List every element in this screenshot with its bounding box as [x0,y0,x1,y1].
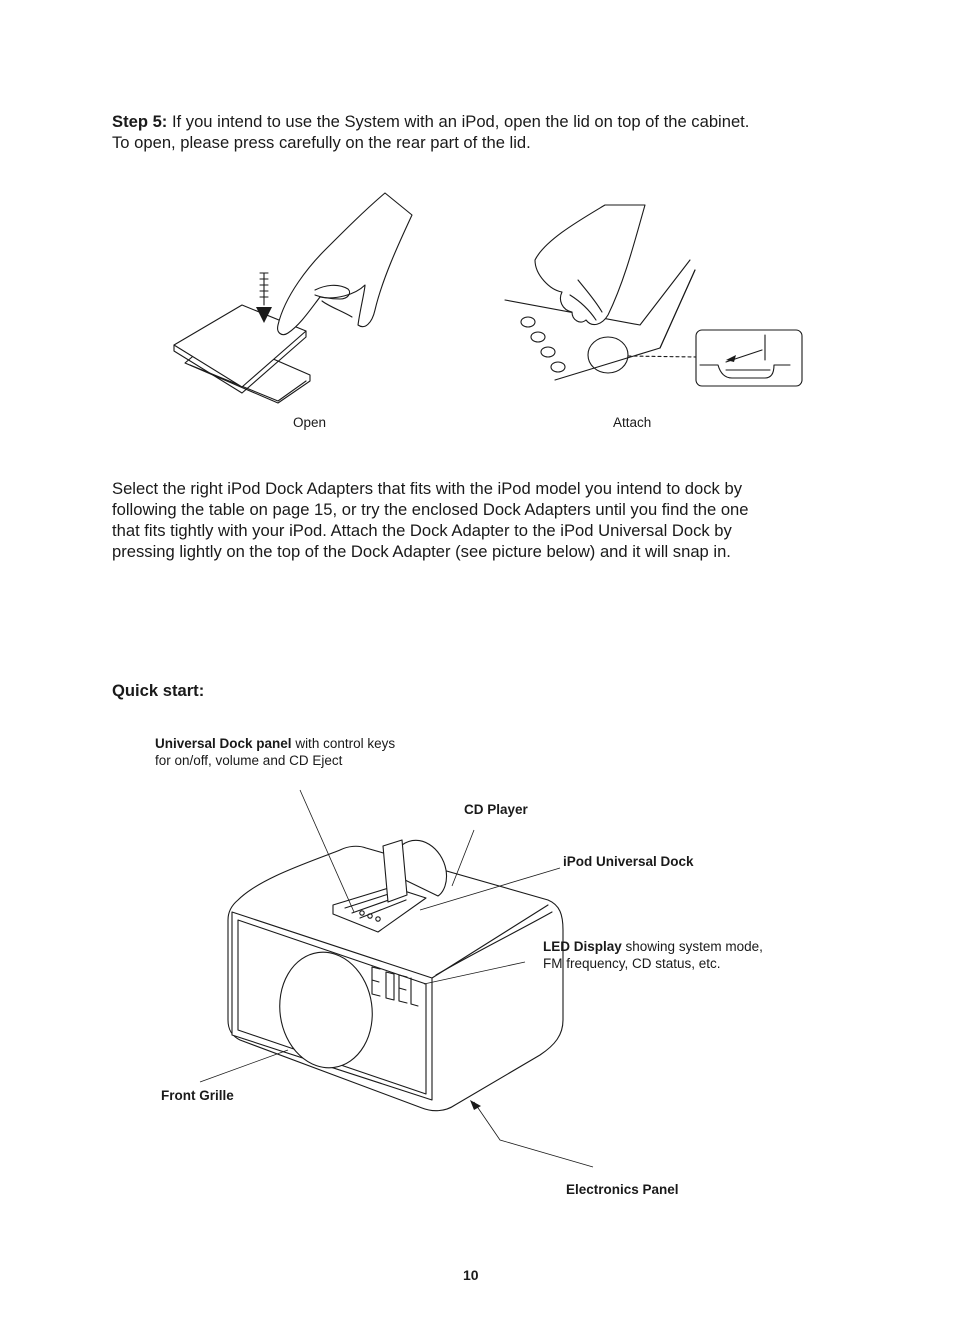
ipod-dock-label: iPod Universal Dock [563,854,694,869]
universal-dock-panel-label: Universal Dock panel with control keys f… [155,735,395,769]
universal-dock-bold: Universal Dock panel [155,736,292,751]
led-rest2: FM frequency, CD status, etc. [543,956,721,971]
universal-dock-rest1: with control keys [291,736,396,751]
adapter-line2: following the table on page 15, or try t… [112,500,749,519]
adapter-line4: pressing lightly on the top of the Dock … [112,542,731,561]
attach-caption: Attach [613,415,652,430]
cd-player-label: CD Player [464,802,528,817]
step5-label: Step 5: [112,112,168,131]
adapter-line3: that fits tightly with your iPod. Attach… [112,521,732,540]
step5-line1: If you intend to use the System with an … [167,112,750,131]
open-lid-illustration [160,185,440,415]
page-number: 10 [463,1267,479,1283]
led-bold: LED Display [543,939,622,954]
adapter-line1: Select the right iPod Dock Adapters that… [112,479,742,498]
universal-dock-rest2: for on/off, volume and CD Eject [155,753,343,768]
front-grille-label: Front Grille [161,1088,234,1103]
attach-adapter-illustration [500,200,810,400]
step5-paragraph: Step 5: If you intend to use the System … [112,111,852,153]
led-display-label: LED Display showing system mode, FM freq… [543,938,763,972]
electronics-panel-label: Electronics Panel [566,1182,679,1197]
quick-start-heading: Quick start: [112,681,205,700]
step5-line2: To open, please press carefully on the r… [112,133,531,152]
led-rest1: showing system mode, [621,939,763,954]
open-caption: Open [293,415,327,430]
adapter-paragraph: Select the right iPod Dock Adapters that… [112,478,852,562]
